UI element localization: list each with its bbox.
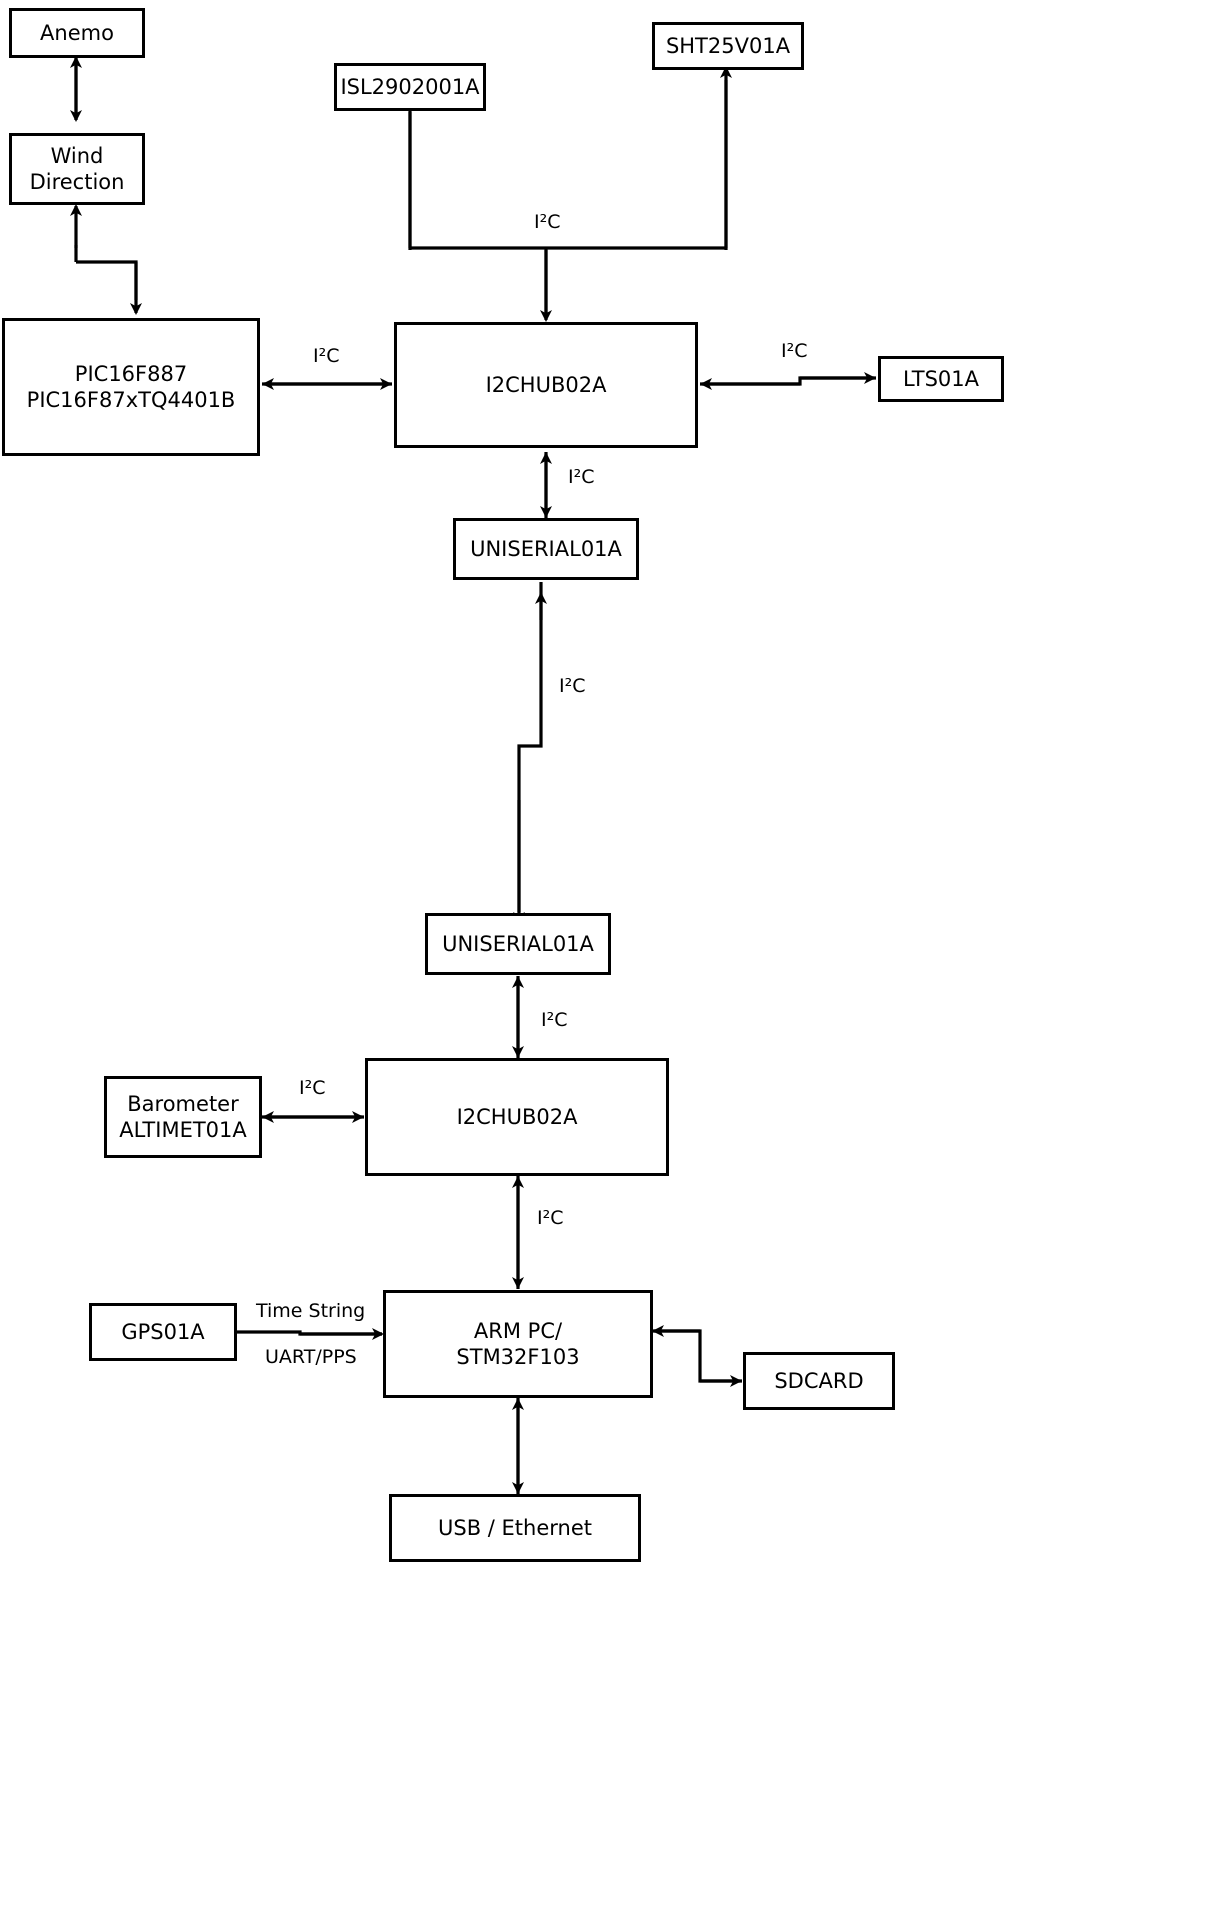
connector-arm-sdcard xyxy=(652,1325,742,1387)
node-anemo[interactable]: Anemo xyxy=(9,8,145,58)
node-i2chub-bottom[interactable]: I2CHUB02A xyxy=(365,1058,669,1176)
node-usb-ethernet[interactable]: USB / Ethernet xyxy=(389,1494,641,1562)
connector-pic-wind xyxy=(70,204,142,315)
node-uniserial-2[interactable]: UNISERIAL01A xyxy=(425,913,611,975)
node-pic[interactable]: PIC16F887 PIC16F87xTQ4401B xyxy=(2,318,260,456)
node-wind-direction[interactable]: Wind Direction xyxy=(9,133,145,205)
node-i2chub-top[interactable]: I2CHUB02A xyxy=(394,322,698,448)
edge-label-uniserial2-hub: I²C xyxy=(541,1009,568,1031)
edge-label-barometer-hub: I²C xyxy=(299,1077,326,1099)
node-gps01a[interactable]: GPS01A xyxy=(89,1303,237,1361)
node-barometer[interactable]: Barometer ALTIMET01A xyxy=(104,1076,262,1158)
connector-lts-hubtop xyxy=(700,372,876,390)
edge-label-hub-lts: I²C xyxy=(781,340,808,362)
node-lts01a[interactable]: LTS01A xyxy=(878,356,1004,402)
connector-uniserial1-uniserial2 xyxy=(513,582,547,924)
edge-label-gps-uart-pps: UART/PPS xyxy=(265,1346,357,1368)
node-sht25v01a[interactable]: SHT25V01A xyxy=(652,22,804,70)
node-isl2902001a[interactable]: ISL2902001A xyxy=(334,63,486,111)
node-arm-pc[interactable]: ARM PC/ STM32F103 xyxy=(383,1290,653,1398)
edge-label-uniserial-link: I²C xyxy=(559,675,586,697)
edge-label-hub-uniserial1: I²C xyxy=(568,466,595,488)
edge-label-gps-time-string: Time String xyxy=(256,1300,366,1322)
node-sdcard[interactable]: SDCARD xyxy=(743,1352,895,1410)
node-uniserial-1[interactable]: UNISERIAL01A xyxy=(453,518,639,580)
edge-label-pic-hub: I²C xyxy=(313,345,340,367)
connector-gps-arm xyxy=(236,1328,384,1340)
edge-label-hub-arm: I²C xyxy=(537,1207,564,1229)
edge-label-hub-sensors: I²C xyxy=(534,211,561,233)
